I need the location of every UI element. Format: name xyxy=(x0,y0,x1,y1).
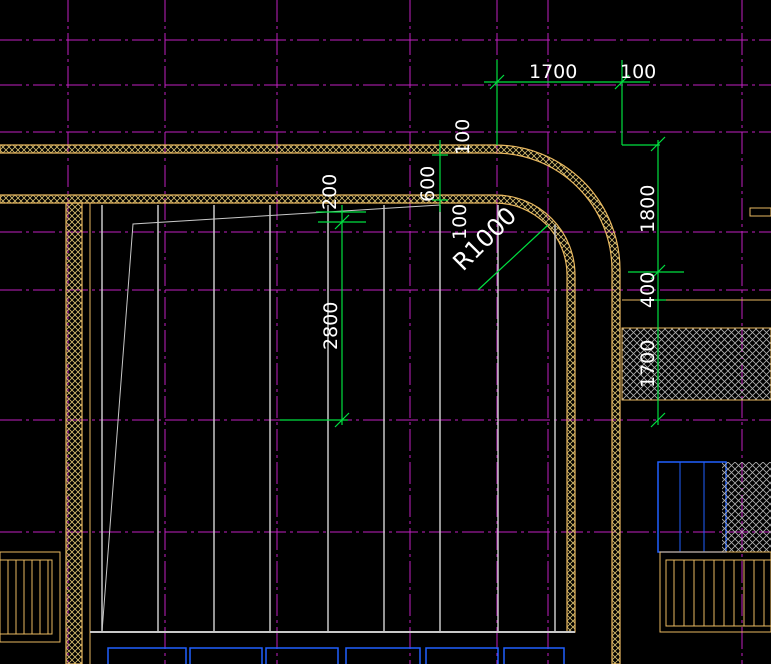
window-strip xyxy=(107,647,565,664)
dim-400: 400 xyxy=(637,272,659,308)
right-hatched-block xyxy=(621,299,771,401)
dim-100-top: 100 xyxy=(620,61,656,83)
dim-100-inner: 100 xyxy=(449,204,471,240)
left-wall xyxy=(65,202,91,664)
fixture-slats xyxy=(101,205,556,632)
right-small-marker xyxy=(749,207,771,217)
dim-1800: 1800 xyxy=(637,185,659,233)
inner-wall xyxy=(0,194,576,633)
dim-100-wall: 100 xyxy=(452,119,474,155)
dim-200: 200 xyxy=(319,174,341,210)
dim-600: 600 xyxy=(417,166,439,202)
right-window xyxy=(657,461,771,553)
slope-line xyxy=(101,204,441,633)
outer-wall xyxy=(0,144,621,664)
left-balcony-railing xyxy=(0,551,61,643)
dimension-lines xyxy=(280,60,684,428)
dim-1700-right: 1700 xyxy=(637,340,659,388)
dim-2800: 2800 xyxy=(320,302,342,350)
dim-1700-top: 1700 xyxy=(529,61,577,83)
right-balcony-railing xyxy=(659,551,771,633)
